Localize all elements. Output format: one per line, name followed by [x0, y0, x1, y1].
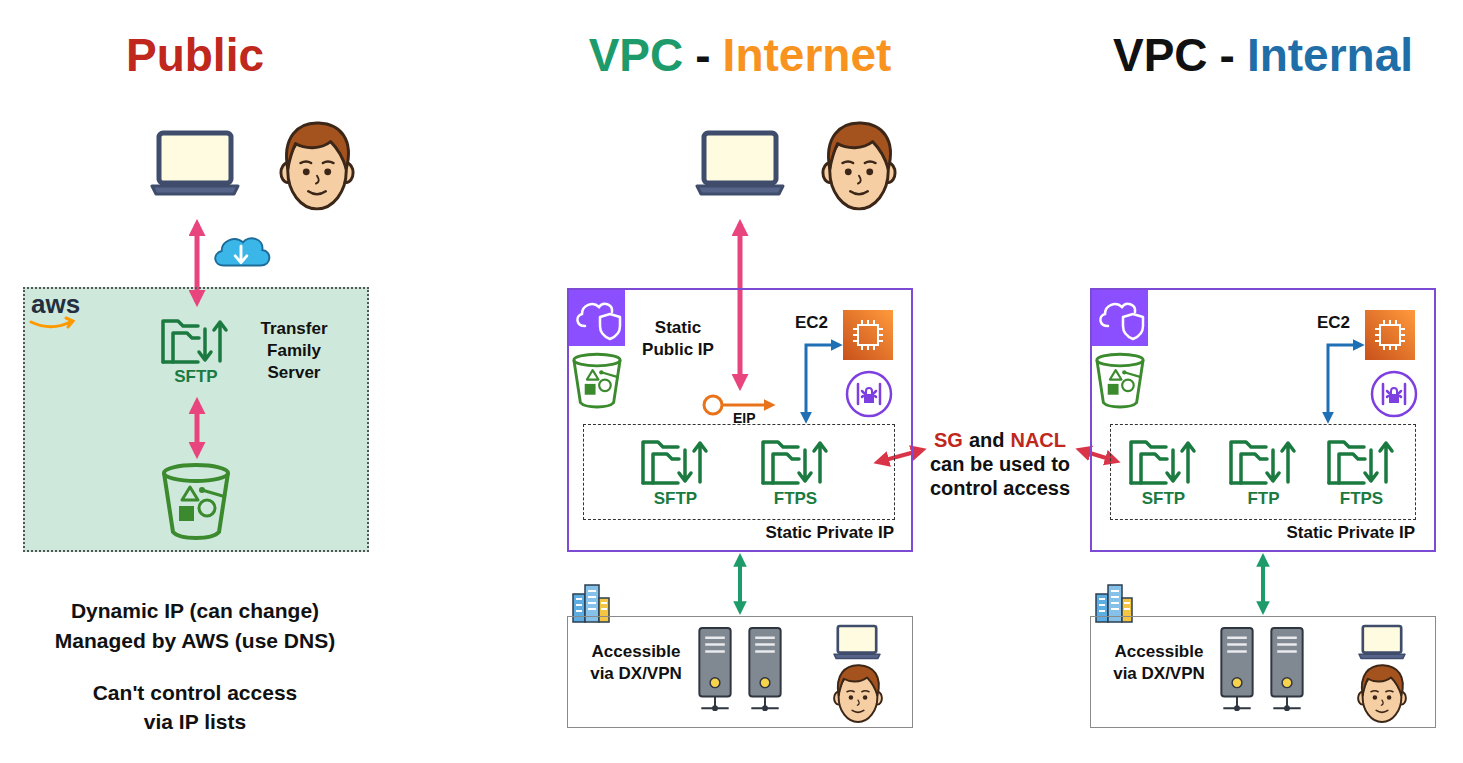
callout-text: and	[969, 428, 1005, 452]
s3-bucket-icon	[164, 465, 228, 538]
protocol-endpoint: SFTP	[1128, 436, 1200, 514]
column-heading: Internal	[1247, 28, 1413, 82]
user-icon	[834, 665, 882, 722]
ip-note: Static Private IP	[765, 523, 894, 543]
protocol-label: FTP	[1228, 489, 1300, 509]
access-arrow	[738, 224, 743, 386]
label-group: VPC-Internal	[1090, 28, 1436, 82]
on-premises-site: Accessible via DX/VPN	[1090, 616, 1436, 728]
server-label: Transfer Family Server	[253, 318, 335, 384]
eip-arrow	[722, 404, 772, 407]
aws-logo-text: aws	[31, 289, 80, 320]
vpc-box: EC2Static Private IP SFTP FTP FTPS	[1090, 288, 1436, 552]
connector-line	[1261, 557, 1265, 611]
cloud-download-icon	[215, 238, 269, 265]
protocol-endpoint: FTPS	[760, 436, 832, 514]
transfer-icon	[1231, 442, 1294, 483]
vpc-icon	[569, 290, 625, 346]
eip-icon	[704, 396, 722, 414]
ec2-instance: EC2	[843, 310, 893, 360]
s3-bucket-icon	[574, 354, 620, 407]
callout-text: NACL	[1010, 428, 1066, 452]
laptop-icon	[1359, 626, 1405, 659]
note-text: Can't control access via IP lists	[93, 678, 298, 736]
label-group: Public	[0, 28, 390, 82]
column-heading: VPC	[589, 28, 684, 82]
s3-bucket-icon	[1097, 354, 1143, 407]
label-group: Dynamic IP (can change)Managed by AWS (u…	[20, 596, 370, 736]
label-group: VPC-Internet	[567, 28, 913, 82]
connector-line	[1328, 345, 1361, 420]
server-icon	[699, 628, 730, 711]
transfer-icon	[1329, 442, 1392, 483]
nacl-icon	[847, 372, 891, 416]
vpc-icon	[1092, 290, 1148, 346]
dx-vpn-link	[1263, 557, 1264, 611]
ec2-link	[1328, 345, 1361, 420]
endpoint-subnet: Static Private IPSFTPFTPS	[583, 424, 895, 520]
aws-smile	[31, 318, 73, 327]
storage-arrow	[195, 402, 200, 454]
protocol-label: SFTP	[1128, 489, 1200, 509]
protocol-label: SFTP	[160, 367, 232, 387]
dx-vpn-link	[740, 557, 741, 611]
ec2-label: EC2	[1317, 313, 1350, 333]
column-heading: -	[1220, 28, 1235, 82]
user-icon	[281, 123, 353, 209]
callout-text: SG	[934, 428, 963, 452]
access-arrow	[195, 224, 200, 302]
protocol-label: SFTP	[640, 489, 712, 509]
aws-panel-fill	[23, 287, 369, 552]
protocol-endpoint: FTP	[1228, 436, 1300, 514]
column-heading: -	[695, 28, 710, 82]
user-icon	[823, 123, 895, 209]
endpoint-subnet: Static Private IPSFTPFTPFTPS	[1110, 424, 1416, 520]
label-group: can be used to control access	[905, 452, 1095, 500]
ip-note: Static Private IP	[1286, 523, 1415, 543]
site-label: Accessible via DX/VPN	[1107, 641, 1211, 685]
ec2-label: EC2	[795, 313, 828, 333]
transfer-icon	[1131, 442, 1194, 483]
callout-text: can be used to control access	[915, 452, 1085, 500]
laptop-icon	[152, 133, 238, 194]
laptop-icon	[697, 133, 783, 194]
transfer-icon	[163, 321, 226, 362]
transfer-icon	[643, 442, 706, 483]
connector-line	[738, 557, 742, 611]
protocol-label: FTPS	[1326, 489, 1398, 509]
transfer-family-server: SFTP Transfer Family Server	[155, 312, 335, 394]
label-group: SGandNACL	[905, 428, 1095, 452]
laptop-icon	[834, 626, 880, 659]
note-text: Dynamic IP (can change)	[71, 596, 319, 626]
ec2-link	[806, 345, 839, 420]
access-control-arrow	[878, 450, 922, 462]
site-label: Accessible via DX/VPN	[584, 641, 688, 685]
aws-cloud-panel: awsSFTP Transfer Family Server	[23, 287, 369, 552]
server-icon	[1271, 628, 1302, 711]
connector-line	[806, 345, 839, 420]
protocol-endpoint: SFTP	[640, 436, 712, 514]
nacl-icon	[1372, 372, 1416, 416]
ec2-instance: EC2	[1365, 310, 1415, 360]
ec2-icon	[843, 310, 893, 360]
column-heading: Public	[126, 28, 264, 82]
protocol-label: FTPS	[760, 489, 832, 509]
vpc-box: Static Public IP EIP EC2Static Private IP S…	[567, 288, 913, 552]
column-heading: VPC	[1113, 28, 1208, 82]
ec2-icon	[1365, 310, 1415, 360]
server-icon	[749, 628, 780, 711]
transfer-icon	[763, 442, 826, 483]
eip-label: EIP	[733, 410, 756, 427]
column-heading: Internet	[723, 28, 892, 82]
ip-note: Static Public IP	[640, 317, 716, 361]
user-icon	[1358, 665, 1406, 722]
note-text: Managed by AWS (use DNS)	[55, 626, 335, 656]
protocol-endpoint: FTPS	[1326, 436, 1398, 514]
server-icon	[1221, 628, 1252, 711]
on-premises-site: Accessible via DX/VPN	[567, 616, 913, 728]
